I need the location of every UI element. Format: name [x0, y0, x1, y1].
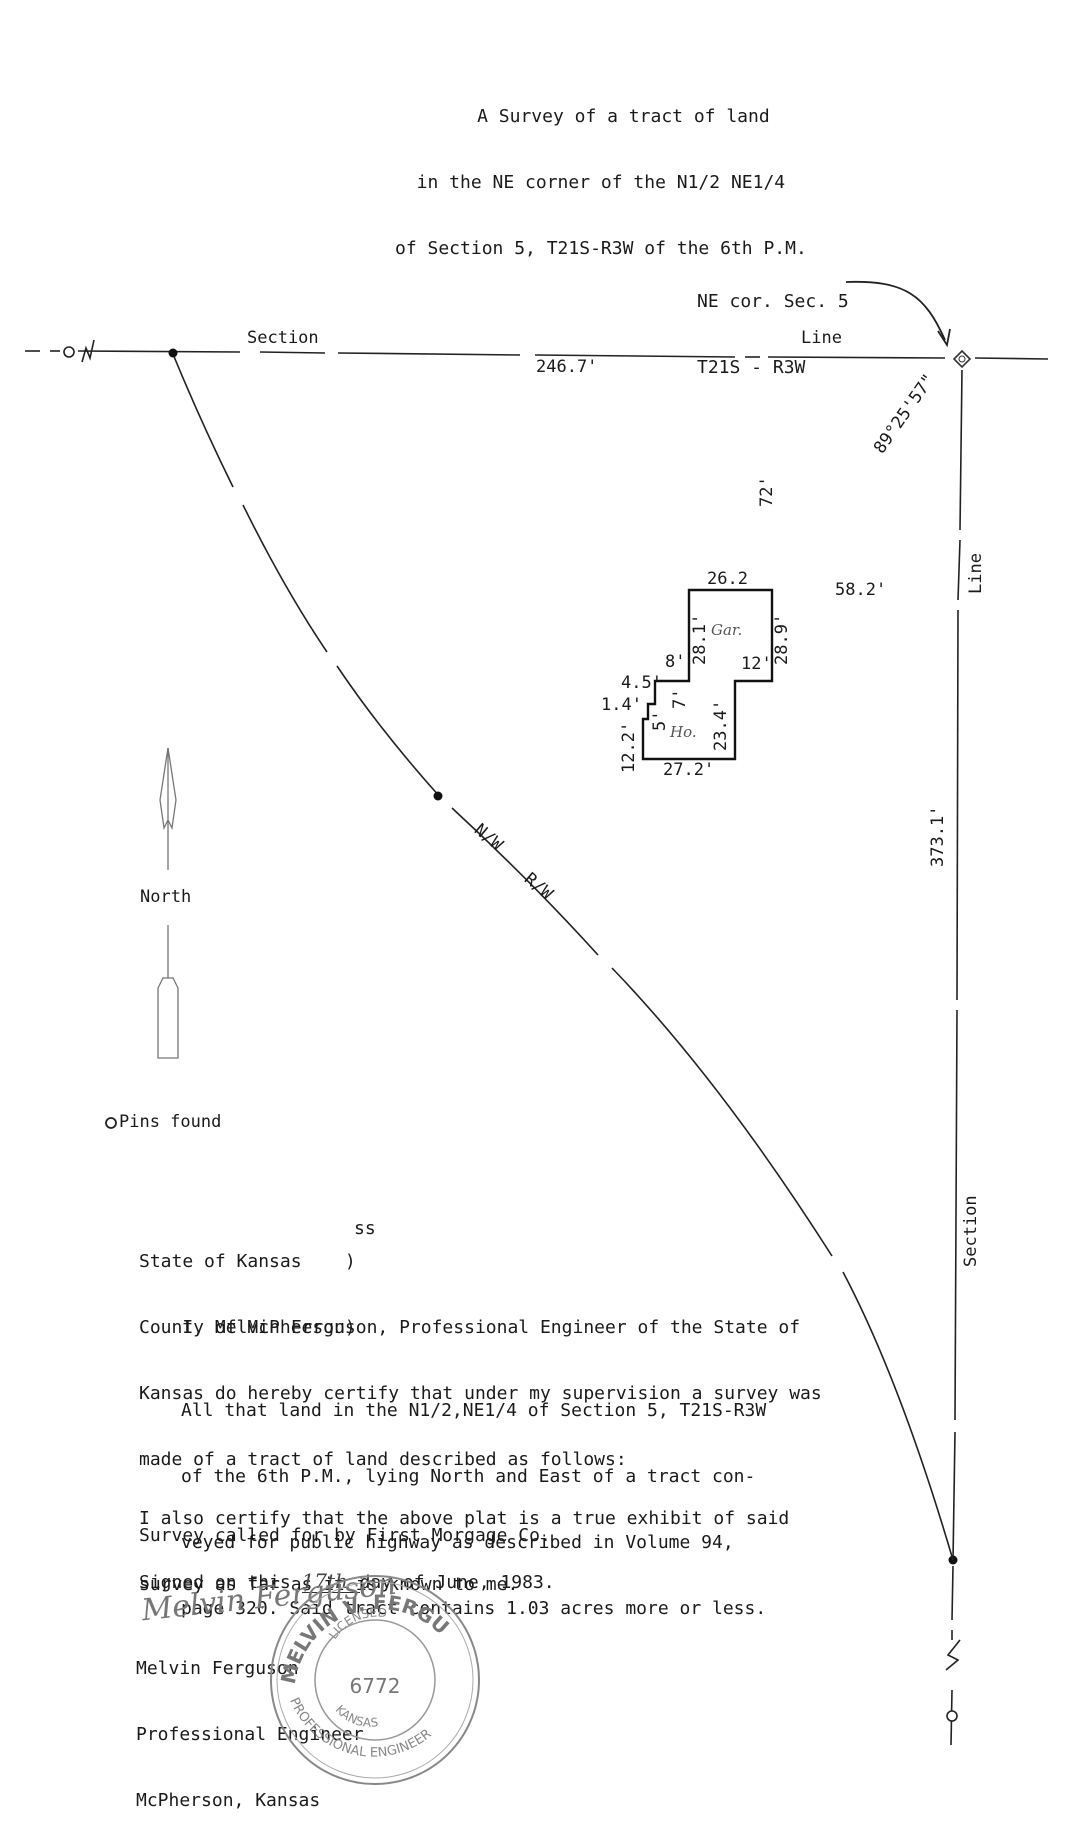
legend-pins-found: Pins found [119, 1112, 222, 1132]
dim-27-2: 27.2' [663, 760, 715, 780]
certificate-venue: State of Kansas ) County of McPherson) [139, 1207, 356, 1361]
cert-p2-line: veyed for public highway as described in… [181, 1532, 734, 1553]
signer-role: Professional Engineer [136, 1724, 364, 1745]
north-label: North [140, 887, 192, 907]
dim-28-9: 28.9' [772, 613, 792, 665]
cert-p1-line: I, Melvin Ferguson, Professional Enginee… [139, 1317, 801, 1338]
ne-corner-marker [952, 349, 972, 369]
north-arrow [157, 747, 179, 1059]
dim-72: 72' [757, 476, 777, 507]
break-symbol-north [81, 339, 95, 363]
dim-12-2: 12.2' [619, 721, 639, 773]
signer-block: Melvin Ferguson Professional Engineer Mc… [136, 1614, 364, 1834]
cert-p1-line: Kansas do hereby certify that under my s… [139, 1383, 822, 1404]
title-line-2: in the NE corner of the N1/2 NE1/4 [416, 172, 786, 193]
cert-p3-line: I also certify that the above plat is a … [139, 1508, 790, 1529]
section-line-word-1: Section [247, 328, 319, 348]
ne-corner-line-2: T21S - R3W [697, 357, 806, 378]
dim-7: 7' [670, 688, 690, 709]
dim-58-2: 58.2' [835, 580, 887, 600]
highway-row-curve [172, 353, 954, 1561]
cert-p1-line: made of a tract of land described as fol… [139, 1449, 627, 1470]
dim-4-5: 4.5' [621, 673, 662, 693]
north-section-line [25, 350, 1049, 360]
east-line-word-bottom: Section [961, 1195, 981, 1267]
dim-1-4: 1.4' [601, 695, 642, 715]
signer-city: McPherson, Kansas [136, 1790, 321, 1811]
east-section-line [950, 369, 963, 1746]
venue-ss: ss [354, 1218, 376, 1239]
cert-p2-line: of the 6th P.M., lying North and East of… [181, 1466, 756, 1487]
corner-arrow [845, 280, 946, 341]
break-symbol-south [945, 1639, 961, 1671]
dim-12: 12' [741, 654, 772, 674]
pin-found-south [946, 1710, 958, 1722]
signer-name: Melvin Ferguson [136, 1658, 299, 1679]
east-line-length: 373.1' [928, 805, 948, 867]
cert-p2-line: All that land in the N1/2,NE1/4 of Secti… [181, 1400, 767, 1421]
dim-26-2: 26.2 [707, 569, 748, 589]
building-outline [641, 588, 774, 761]
dim-8: 8' [665, 652, 686, 672]
venue-state: State of Kansas ) [139, 1251, 356, 1272]
row-point-middle [433, 791, 443, 801]
document-title: A Survey of a tract of land in the NE co… [395, 62, 807, 282]
title-line-1: A Survey of a tract of land [477, 106, 770, 127]
survey-called-for: Survey called for by First Morgage Co. [139, 1525, 551, 1546]
dim-5: 5' [650, 710, 670, 731]
dim-23-4: 23.4' [711, 699, 731, 751]
section-line-word-2: Line [801, 328, 842, 348]
ne-corner-label: NE cor. Sec. 5 T21S - R3W [697, 247, 849, 401]
dim-28-1: 28.1' [690, 613, 710, 665]
pin-found-west [63, 346, 75, 358]
north-line-length: 246.7' [536, 357, 598, 377]
venue-county: County of McPherson) [139, 1317, 356, 1338]
garage-label: Gar. [711, 621, 743, 639]
row-point-north [168, 348, 178, 358]
title-line-3: of Section 5, T21S-R3W of the 6th P.M. [395, 238, 807, 259]
east-line-word-top: Line [966, 553, 986, 594]
ne-corner-line-1: NE cor. Sec. 5 [697, 291, 849, 312]
legend-pin-icon [105, 1117, 117, 1129]
certificate-paragraph-1: I, Melvin Ferguson, Professional Enginee… [139, 1273, 822, 1493]
house-label: Ho. [670, 723, 697, 741]
